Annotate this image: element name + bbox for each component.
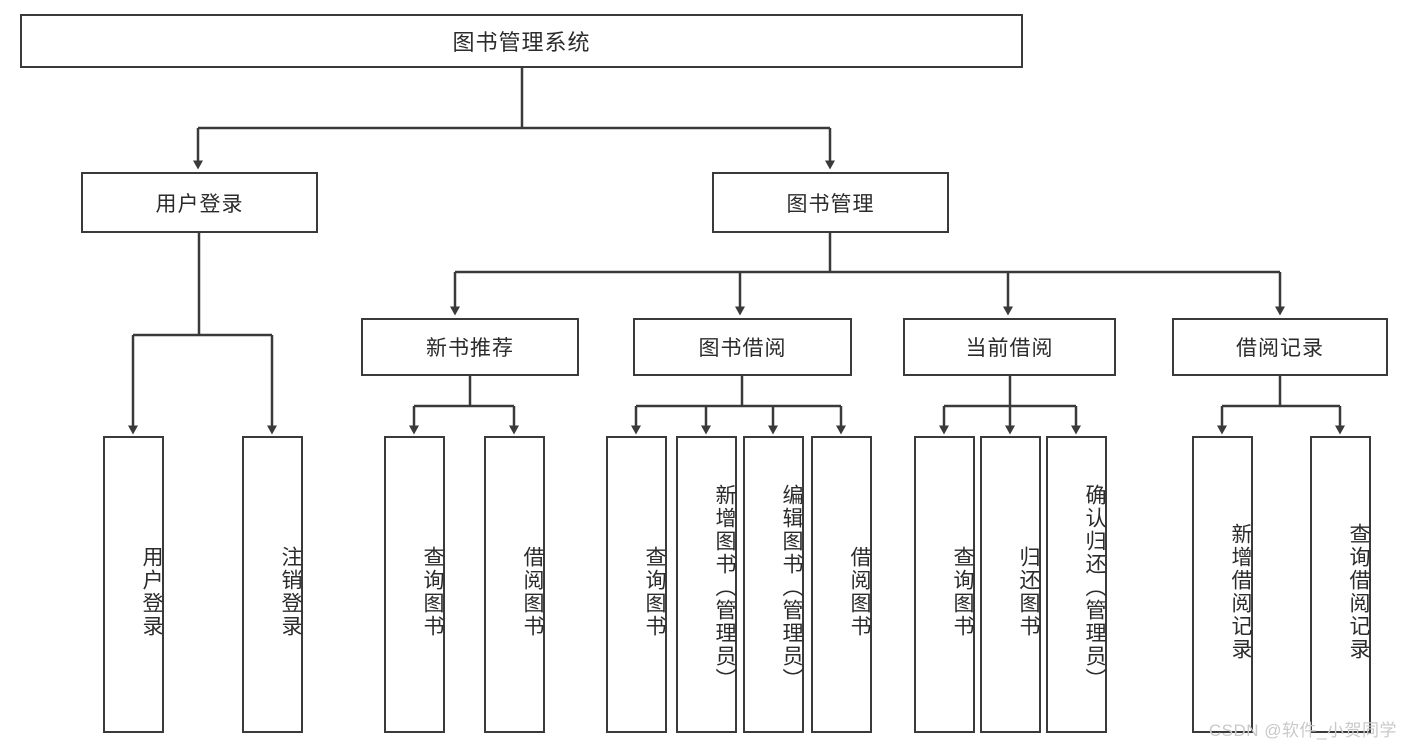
leaf-book-borrow-add-book-admin[interactable]: 新增图书（管理员） (676, 436, 737, 733)
node-user-login[interactable]: 用户登录 (81, 172, 318, 233)
watermark: CSDN @软件_小贺同学 (1208, 721, 1397, 740)
node-current-borrow[interactable]: 当前借阅 (903, 318, 1116, 376)
leaf-book-borrow-query-book[interactable]: 查询图书 (606, 436, 667, 733)
leaf-current-borrow-query-book[interactable]: 查询图书 (914, 436, 975, 733)
leaf-book-borrow-borrow-book[interactable]: 借阅图书 (811, 436, 872, 733)
leaf-new-book-query-book[interactable]: 查询图书 (384, 436, 445, 733)
leaf-current-borrow-return-book[interactable]: 归还图书 (980, 436, 1041, 733)
leaf-new-book-borrow-book[interactable]: 借阅图书 (484, 436, 545, 733)
node-root-book-management-system[interactable]: 图书管理系统 (20, 14, 1023, 68)
leaf-current-borrow-confirm-return-admin[interactable]: 确认归还（管理员） (1046, 436, 1107, 733)
leaf-borrow-record-query-record[interactable]: 查询借阅记录 (1310, 436, 1371, 733)
node-book-borrow[interactable]: 图书借阅 (633, 318, 852, 376)
leaf-user-login-logout[interactable]: 注销登录 (242, 436, 303, 733)
node-borrow-record[interactable]: 借阅记录 (1172, 318, 1388, 376)
node-new-book-recommend[interactable]: 新书推荐 (361, 318, 579, 376)
leaf-user-login-login[interactable]: 用户登录 (103, 436, 164, 733)
node-book-management[interactable]: 图书管理 (712, 172, 949, 233)
leaf-book-borrow-edit-book-admin[interactable]: 编辑图书（管理员） (743, 436, 804, 733)
leaf-borrow-record-add-record[interactable]: 新增借阅记录 (1192, 436, 1253, 733)
